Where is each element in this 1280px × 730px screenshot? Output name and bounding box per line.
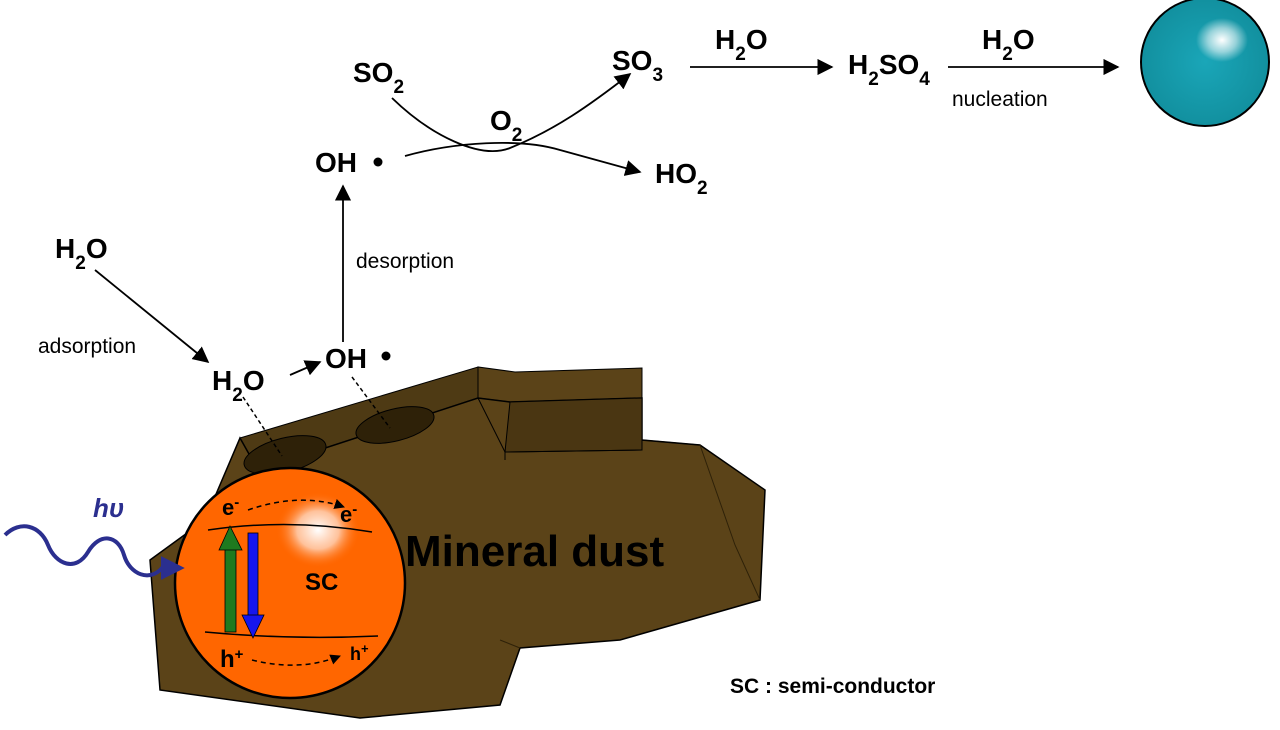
electron-transfer-arrow [247, 498, 345, 511]
rock-top-face-right [477, 366, 643, 403]
photon-label: hυ [93, 493, 124, 523]
nucleation-label: nucleation [952, 88, 1048, 111]
h2o-to-oh-arrow [289, 360, 322, 376]
ho2-label: HO2 [655, 158, 708, 199]
hole-label-right: h+ [350, 641, 369, 665]
photon-wave [3, 524, 185, 580]
adsorption-arrow [94, 269, 210, 364]
mineral-dust-label: Mineral dust [405, 527, 664, 576]
oh-gas-radical-dot [373, 157, 383, 167]
desorption-label: desorption [356, 250, 454, 273]
h2o-adsorbed-label: H2O [212, 365, 265, 406]
sulfate-droplet [1140, 0, 1270, 127]
h2o-reagent-1-label: H2O [715, 24, 768, 65]
sc-label: SC [305, 569, 338, 596]
relaxation-arrow [241, 532, 265, 639]
conduction-band-line [207, 523, 373, 533]
sc-legend-note: SC : semi-conductor [730, 675, 935, 698]
oh-gas-label: OH [315, 147, 357, 178]
valence-band-line [204, 631, 379, 639]
hole-label-left: h+ [220, 646, 244, 674]
o2-label: O2 [490, 105, 522, 146]
rock-right-block [504, 397, 643, 453]
adsorption-label: adsorption [38, 335, 136, 358]
hole-transfer-arrow [251, 654, 341, 666]
h2o-gas-label: H2O [55, 233, 108, 274]
oh-surface-label: OH [325, 343, 367, 374]
so3-label: SO3 [612, 45, 663, 86]
h2o-reagent-2-label: H2O [982, 24, 1035, 65]
h2so4-label: H2SO4 [848, 49, 930, 90]
so2-label: SO2 [353, 57, 404, 98]
semiconductor-sphere: e- e- h+ h+ SC [173, 466, 407, 700]
oh-to-ho2-arrow [404, 142, 642, 176]
electron-label-left: e- [222, 494, 239, 521]
electron-label-right: e- [340, 501, 357, 528]
adsorption-hole-2 [355, 406, 435, 444]
so2-to-so3-arrow [391, 73, 632, 152]
oh-surface-radical-dot [381, 351, 391, 361]
h2o-dashed-link [242, 396, 283, 457]
oh-dashed-link [351, 376, 391, 429]
excitation-arrow [218, 525, 243, 633]
